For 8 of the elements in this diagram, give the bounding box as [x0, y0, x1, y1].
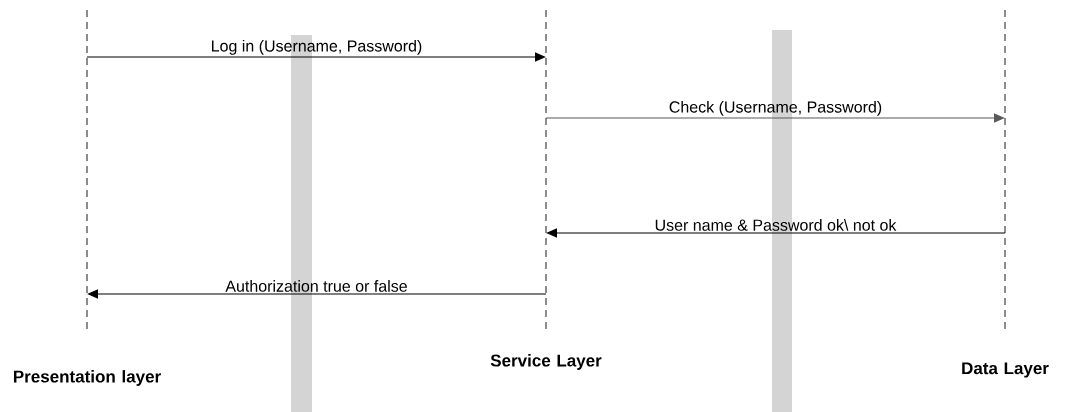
- message-label: Check (Username, Password): [669, 100, 882, 116]
- arrow: [545, 113, 1005, 123]
- message-label: Log in (Username, Password): [212, 39, 422, 55]
- message-label: User name & Password ok\ not ok: [655, 219, 897, 231]
- lifeline: Service Layer: [490, 9, 602, 370]
- message-label: Authorization true or false: [225, 280, 407, 292]
- lifeline: Presentation layer: [14, 9, 161, 386]
- lifeline: Data Layer: [962, 9, 1049, 378]
